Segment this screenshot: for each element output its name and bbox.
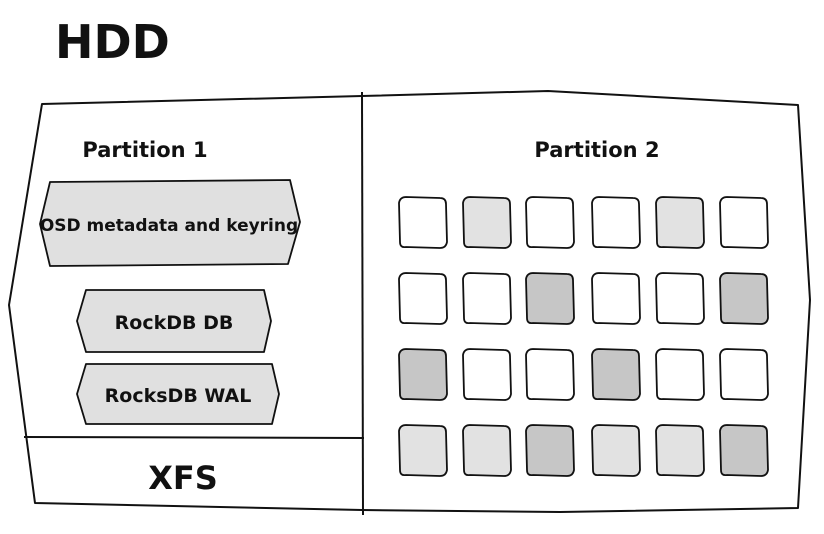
grid-block-empty [462, 348, 512, 401]
partition-divider [361, 91, 364, 516]
rockdb-db-shape [76, 289, 272, 353]
grid-block-light [655, 196, 705, 249]
rockdb-db-label: RockDB DB [115, 312, 234, 334]
rockdb-db-block: RockDB DB [76, 289, 272, 353]
partition-2-grid [398, 196, 769, 477]
xfs-label: XFS [148, 459, 218, 497]
grid-block-empty [719, 196, 769, 249]
grid-block-empty [719, 348, 769, 401]
osd-metadata-label: OSD metadata and keyring [40, 216, 298, 236]
grid-block-empty [655, 348, 705, 401]
grid-block-dark [719, 424, 769, 477]
partition-2-label: Partition 2 [534, 138, 659, 162]
grid-block-dark [719, 272, 769, 325]
grid-block-dark [525, 424, 575, 477]
grid-block-empty [398, 196, 448, 249]
grid-block-light [591, 424, 641, 477]
grid-block-empty [591, 272, 641, 325]
rocksdb-wal-label: RocksDB WAL [105, 385, 252, 407]
grid-block-empty [655, 272, 705, 325]
grid-block-light [655, 424, 705, 477]
grid-block-empty [398, 272, 448, 325]
grid-block-light [462, 196, 512, 249]
partition-1-label: Partition 1 [82, 138, 207, 162]
grid-block-empty [525, 196, 575, 249]
grid-block-dark [591, 348, 641, 401]
grid-block-empty [462, 272, 512, 325]
rocksdb-wal-shape [76, 363, 280, 425]
osd-metadata-shape [39, 179, 301, 267]
grid-block-light [398, 424, 448, 477]
partition-1: Partition 1 OSD metadata and keyring Roc… [39, 138, 301, 497]
xfs-separator [23, 436, 365, 439]
grid-block-dark [525, 272, 575, 325]
hdd-title: HDD [55, 15, 170, 69]
grid-block-dark [398, 348, 448, 401]
grid-block-empty [525, 348, 575, 401]
rocksdb-wal-block: RocksDB WAL [76, 363, 280, 425]
grid-block-empty [591, 196, 641, 249]
osd-metadata-block: OSD metadata and keyring [39, 179, 301, 267]
grid-block-light [462, 424, 512, 477]
partition-2: Partition 2 [398, 138, 769, 477]
